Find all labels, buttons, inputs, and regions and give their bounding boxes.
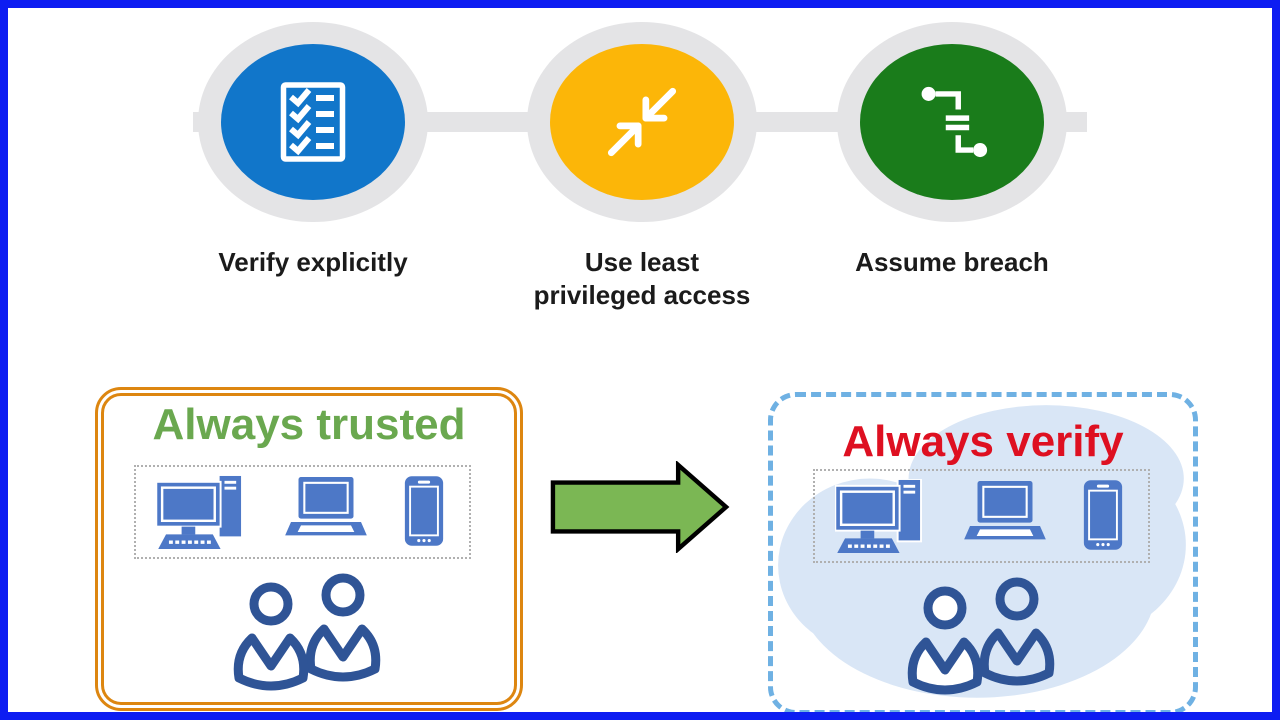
always-trusted-box: Always trusted <box>95 387 523 711</box>
smartphone-icon <box>1083 480 1123 550</box>
contract-arrows-icon <box>607 87 677 157</box>
trusted-devices-group <box>134 465 471 559</box>
least-privilege-circle <box>550 44 734 200</box>
always-verify-box: Always verify <box>768 392 1198 715</box>
verify-explicitly-circle <box>221 44 405 200</box>
assume-breach-circle <box>860 44 1044 200</box>
assume-breach-label: Assume breach <box>855 247 1049 277</box>
checklist-icon <box>280 82 346 162</box>
least-privilege-label: Use least privileged access <box>533 247 751 310</box>
verify-devices-group <box>813 469 1150 563</box>
always-trusted-inner-border <box>101 393 517 705</box>
breach-path-icon <box>921 86 988 158</box>
two-people-icon <box>907 577 1055 695</box>
two-people-icon <box>233 573 381 691</box>
cloud-shape <box>778 405 1186 698</box>
desktop-computer-icon <box>835 479 922 554</box>
verify-explicitly-label: Verify explicitly <box>218 247 408 277</box>
always-verify-title: Always verify <box>842 417 1124 466</box>
smartphone-icon <box>404 476 444 546</box>
laptop-icon <box>285 477 367 536</box>
always-trusted-title: Always trusted <box>152 400 466 449</box>
desktop-computer-icon <box>156 475 243 550</box>
laptop-icon <box>964 481 1046 540</box>
right-arrow <box>550 461 730 553</box>
